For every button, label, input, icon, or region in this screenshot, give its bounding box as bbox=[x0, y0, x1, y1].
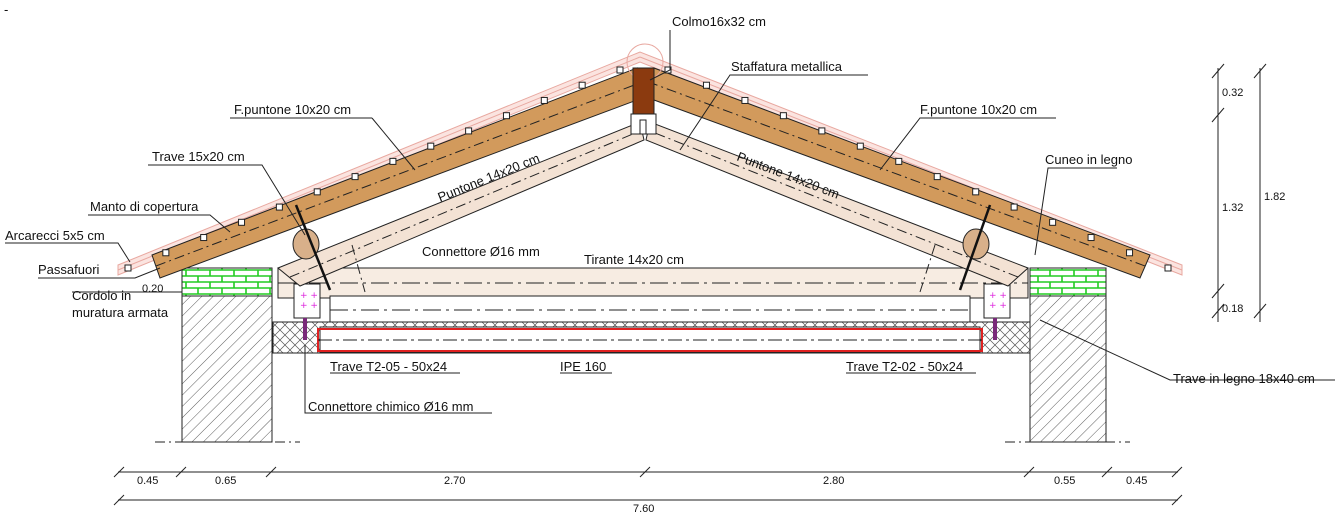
purlin-left-7 bbox=[389, 157, 397, 165]
label-tirante: Tirante 14x20 cm bbox=[584, 252, 684, 267]
corner-mark: - bbox=[4, 2, 8, 17]
label-trave-t205: Trave T2-05 - 50x24 bbox=[330, 359, 447, 374]
rafter-left bbox=[277, 121, 645, 287]
dim-h-4: 0.55 bbox=[1054, 475, 1075, 487]
dim-cordolo: 0.20 bbox=[142, 283, 163, 295]
purlin-right-7 bbox=[895, 157, 903, 165]
dim-h-5: 0.45 bbox=[1126, 475, 1147, 487]
bolt-left bbox=[294, 204, 332, 291]
label-fpuntone-right: F.puntone 10x20 cm bbox=[920, 102, 1037, 117]
purlin-left-13 bbox=[616, 66, 624, 74]
purlin-left-2 bbox=[200, 234, 208, 242]
ridge-beam bbox=[626, 43, 664, 135]
label-connettore: Connettore Ø16 mm bbox=[422, 244, 540, 259]
svg-text:+ +: + + bbox=[300, 301, 318, 311]
label-staffatura: Staffatura metallica bbox=[731, 59, 843, 74]
label-trave-t202: Trave T2-02 - 50x24 bbox=[846, 359, 963, 374]
svg-text:+ +: + + bbox=[989, 301, 1007, 311]
purlin-right-8 bbox=[856, 142, 864, 150]
svg-text:+ +: + + bbox=[989, 291, 1007, 301]
purlin-left-1 bbox=[162, 249, 170, 257]
dim-h-total: 7.60 bbox=[633, 503, 654, 515]
label-trave-legno: Trave in legno 18x40 cm bbox=[1173, 371, 1315, 386]
dim-h-3: 2.80 bbox=[823, 475, 844, 487]
floor-beam-band bbox=[272, 321, 1031, 354]
right-wall bbox=[1005, 267, 1130, 443]
purlin-left-11 bbox=[540, 96, 548, 104]
label-fpuntone-left: F.puntone 10x20 cm bbox=[234, 102, 351, 117]
purlins bbox=[124, 66, 1172, 272]
dim-h-0: 0.45 bbox=[137, 475, 158, 487]
tie-beam bbox=[277, 267, 1029, 323]
purlin-left-9 bbox=[465, 127, 473, 135]
dim-v-0: 0.32 bbox=[1222, 87, 1243, 99]
label-manto: Manto di copertura bbox=[90, 199, 199, 214]
purlin-left-8 bbox=[427, 142, 435, 150]
purlin-right-3 bbox=[1049, 218, 1057, 226]
purlin-left-10 bbox=[502, 112, 510, 120]
horizontal-dimensions bbox=[113, 466, 1183, 506]
purlin-right-4 bbox=[1010, 203, 1018, 211]
purlin-right-0 bbox=[1164, 264, 1172, 272]
left-wall bbox=[155, 267, 300, 443]
dim-h-1: 0.65 bbox=[215, 475, 236, 487]
label-cuneo: Cuneo in legno bbox=[1045, 152, 1132, 167]
dim-v-2: 0.18 bbox=[1222, 303, 1243, 315]
purlin-right-10 bbox=[779, 112, 787, 120]
label-cordolo-1: Cordolo in bbox=[72, 288, 131, 303]
label-connettore-chimico: Connettore chimico Ø16 mm bbox=[308, 399, 473, 414]
purlin-right-9 bbox=[818, 127, 826, 135]
rafter-right bbox=[645, 121, 1029, 287]
purlin-right-1 bbox=[1126, 249, 1134, 257]
connector-plate-right: + + + + bbox=[983, 283, 1011, 340]
purlin-left-4 bbox=[275, 203, 283, 211]
label-cordolo-2: muratura armata bbox=[72, 305, 169, 320]
purlin-left-5 bbox=[313, 188, 321, 196]
purlin-right-11 bbox=[741, 96, 749, 104]
purlin-left-3 bbox=[238, 218, 246, 226]
label-ipe: IPE 160 bbox=[560, 359, 606, 374]
purlin-right-5 bbox=[972, 188, 980, 196]
vertical-dimensions bbox=[1211, 63, 1267, 322]
purlin-right-2 bbox=[1087, 234, 1095, 242]
purlin-right-12 bbox=[702, 81, 710, 89]
label-passafuori: Passafuori bbox=[38, 262, 100, 277]
purlin-left-0 bbox=[124, 264, 132, 272]
dim-v-total: 1.82 bbox=[1264, 191, 1285, 203]
label-colmo: Colmo16x32 cm bbox=[672, 14, 766, 29]
dim-h-2: 2.70 bbox=[444, 475, 465, 487]
label-trave-15x20: Trave 15x20 cm bbox=[152, 149, 245, 164]
svg-text:+ +: + + bbox=[300, 291, 318, 301]
purlin-left-12 bbox=[578, 81, 586, 89]
connector-plate-left: + + + + bbox=[293, 283, 321, 340]
label-arcarecci: Arcarecci 5x5 cm bbox=[5, 228, 105, 243]
purlin-right-6 bbox=[933, 173, 941, 181]
bolt-right bbox=[958, 204, 992, 291]
dim-v-1: 1.32 bbox=[1222, 202, 1243, 214]
purlin-right-13 bbox=[664, 66, 672, 74]
purlin-left-6 bbox=[351, 173, 359, 181]
leader-lines bbox=[5, 30, 1335, 414]
